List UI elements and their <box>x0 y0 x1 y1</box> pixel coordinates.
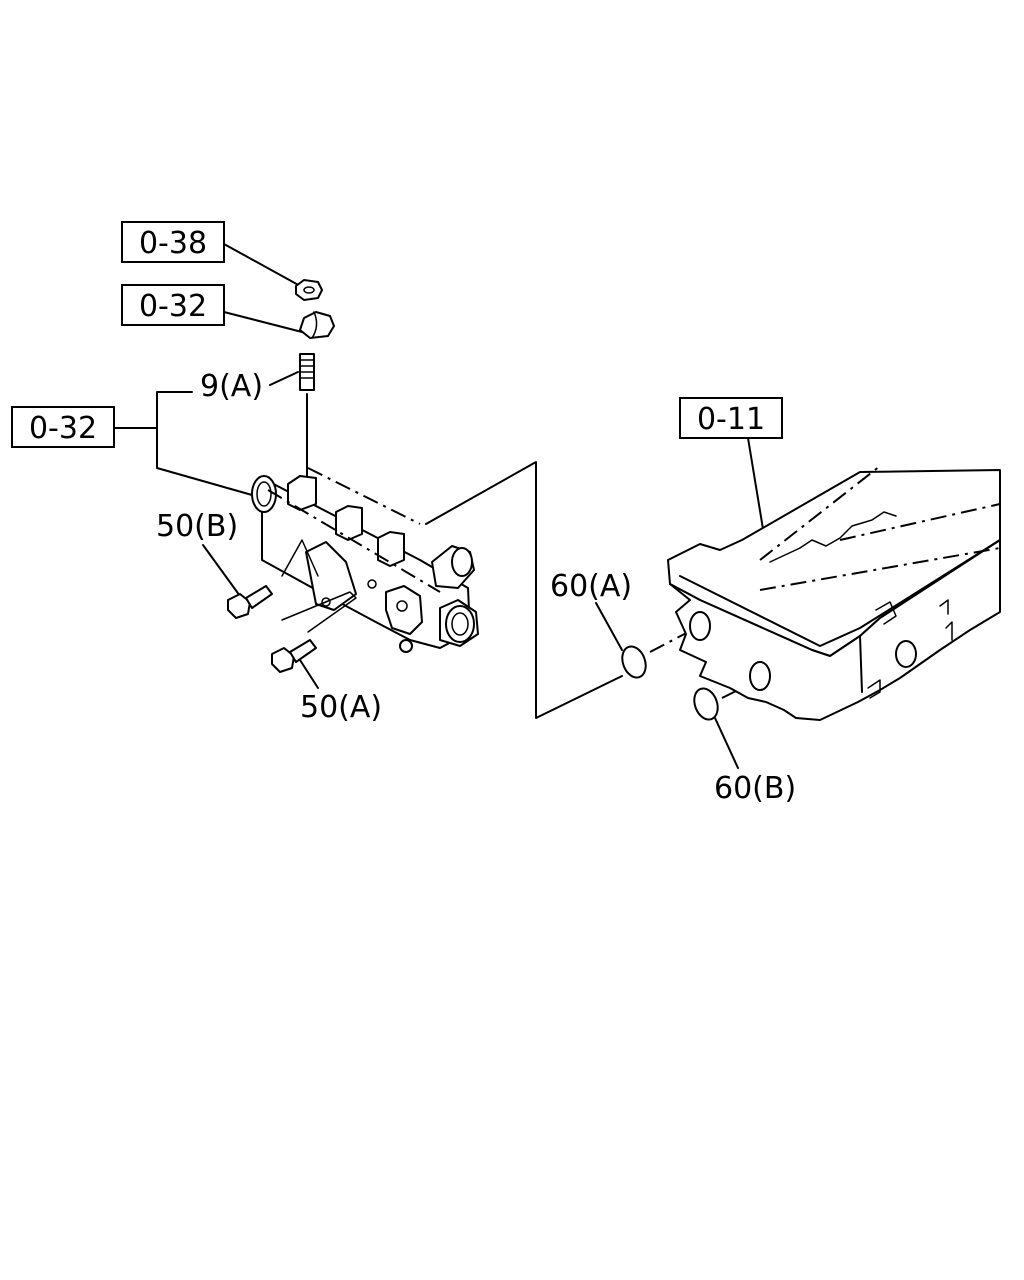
leader-9a <box>269 371 299 386</box>
ref-label-0-38: 0-38 <box>139 226 207 261</box>
ref-box-0-11[interactable]: 0-11 <box>679 397 783 439</box>
align-line-top <box>307 467 421 525</box>
ref-box-0-32-left[interactable]: 0-32 <box>11 406 115 448</box>
o-ring-60a <box>621 645 647 679</box>
part-label-50a: 50(A) <box>300 690 382 725</box>
leader-0-32-top <box>223 311 303 333</box>
part-label-50b: 50(B) <box>156 509 238 544</box>
leader-0-32-left-down <box>156 427 253 496</box>
o-ring-60b <box>693 687 719 721</box>
manifold-part <box>251 475 479 653</box>
bolt-50b-guide <box>281 539 319 577</box>
ref-box-0-38[interactable]: 0-38 <box>121 221 225 263</box>
leader-0-38 <box>223 243 303 288</box>
leader-60b <box>714 717 739 769</box>
part-label-9a: 9(A) <box>200 369 263 404</box>
leader-60a <box>595 602 623 651</box>
nut-part <box>295 279 323 301</box>
leader-50b <box>202 544 241 597</box>
bolt-50b-part <box>227 585 273 619</box>
ref-label-0-32-left: 0-32 <box>29 411 97 446</box>
cylinder-head-part <box>667 465 1001 721</box>
leader-0-32-left-up <box>113 391 193 429</box>
ref-label-0-32-top: 0-32 <box>139 289 207 324</box>
ref-box-0-32-top[interactable]: 0-32 <box>121 284 225 326</box>
stud-part <box>299 353 315 391</box>
ref-label-0-11: 0-11 <box>697 402 765 437</box>
align-line-bracket <box>425 461 623 719</box>
part-label-60b: 60(B) <box>714 771 796 806</box>
clip-part <box>299 311 335 339</box>
leader-0-11 <box>747 437 765 536</box>
bolt-50a-guide <box>281 591 357 633</box>
part-label-60a: 60(A) <box>550 569 632 604</box>
bolt-50a-part <box>271 639 317 673</box>
leader-50a <box>299 659 319 689</box>
